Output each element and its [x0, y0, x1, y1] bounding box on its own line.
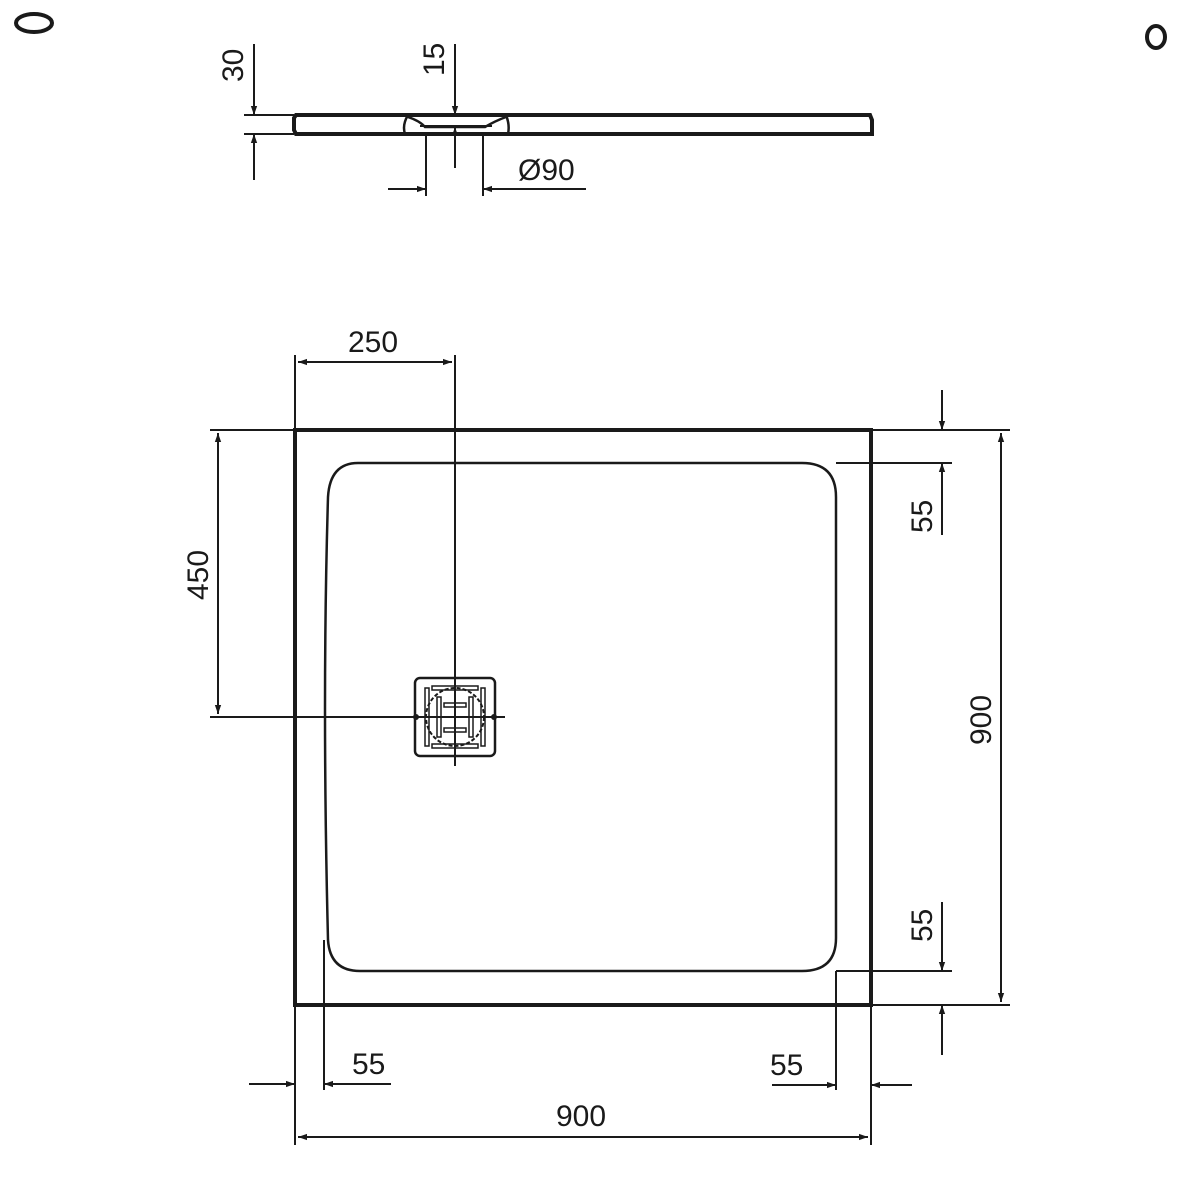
left-rim-label: 55	[352, 1048, 385, 1081]
bottom-rim-label: 55	[906, 909, 939, 942]
drain-offset-x-label: 250	[348, 326, 398, 359]
top-rim-label: 55	[906, 500, 939, 533]
plan-view: 250 450 55 900 55 55 55	[182, 326, 1010, 1145]
side-view: 30 15 Ø90	[217, 43, 874, 196]
tray-basin	[323, 461, 838, 973]
side-drain-depth-label: 15	[418, 43, 451, 76]
drain-offset-y-label: 450	[182, 550, 215, 600]
side-drain-diameter-label: Ø90	[518, 154, 575, 187]
corner-mark-circle-icon	[1145, 24, 1167, 50]
overall-height-label: 900	[965, 695, 998, 745]
right-rim-label: 55	[770, 1049, 803, 1082]
corner-mark-ellipse-icon	[14, 12, 54, 34]
overall-width-label: 900	[556, 1100, 606, 1133]
side-thickness-label: 30	[217, 49, 250, 82]
